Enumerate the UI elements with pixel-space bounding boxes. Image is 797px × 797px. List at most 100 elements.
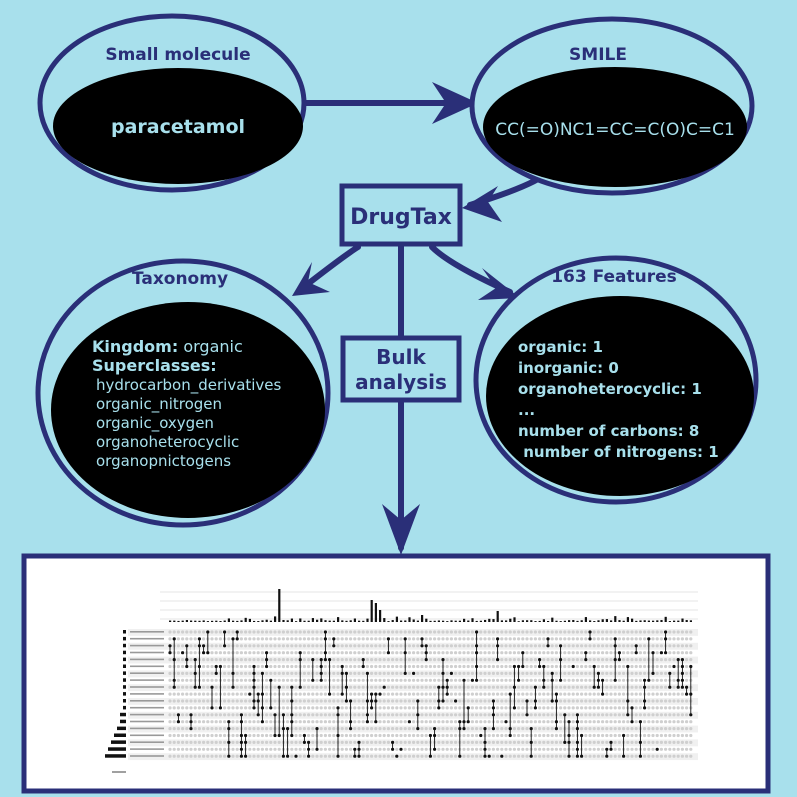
upset-dot <box>500 664 504 669</box>
upset-dot <box>462 658 466 662</box>
upset-dot <box>554 664 559 669</box>
upset-dot <box>517 733 521 738</box>
upset-dot <box>575 706 580 710</box>
upset-dot <box>370 678 374 682</box>
upset-dot <box>517 685 521 689</box>
upset-dot <box>202 713 206 717</box>
upset-dot <box>361 699 365 703</box>
upset-dot <box>424 678 428 682</box>
upset-dot <box>269 747 273 751</box>
upset-dot <box>634 727 638 731</box>
upset-dot <box>378 664 382 669</box>
upset-dot <box>483 685 487 689</box>
upset-dot <box>370 733 374 738</box>
upset-dot <box>685 740 689 745</box>
upset-dot <box>630 658 634 662</box>
upset-dot <box>609 651 613 655</box>
upset-dot <box>634 658 638 662</box>
small-molecule-value: paracetamol <box>111 116 245 138</box>
upset-dot <box>571 658 575 662</box>
upset-dot <box>399 740 403 745</box>
upset-dot <box>487 692 491 696</box>
upset-dot <box>223 706 227 710</box>
upset-dot <box>521 637 525 641</box>
upset-dot <box>416 747 420 751</box>
upset-dot <box>323 754 327 758</box>
upset-dot <box>655 713 659 717</box>
upset-dot <box>399 733 403 738</box>
upset-dot <box>685 713 689 717</box>
upset-dot <box>584 630 588 634</box>
upset-dot <box>412 644 416 648</box>
upset-dot <box>176 644 180 648</box>
upset-dot <box>349 747 353 751</box>
upset-dot <box>357 706 361 710</box>
upset-dot <box>265 671 269 676</box>
upset-dot <box>533 637 538 641</box>
upset-dot <box>361 733 365 738</box>
upset-dot <box>554 630 559 634</box>
upset-bar <box>572 620 575 622</box>
upset-dot <box>601 727 605 731</box>
upset-dot <box>365 747 369 751</box>
upset-dot <box>420 747 424 751</box>
upset-dot <box>517 637 521 641</box>
upset-dot <box>487 671 491 676</box>
upset-dot <box>311 733 315 738</box>
upset-dot <box>689 740 693 745</box>
upset-dot <box>433 720 437 724</box>
upset-dot <box>584 671 588 676</box>
upset-dot <box>475 720 479 724</box>
upset-dot <box>479 733 483 738</box>
upset-dot <box>685 678 689 682</box>
upset-dot <box>529 664 533 669</box>
upset-dot <box>496 720 500 724</box>
upset-set-bar <box>123 678 126 682</box>
upset-dot <box>235 747 239 751</box>
upset-dot <box>307 630 311 634</box>
upset-bar <box>219 621 222 622</box>
upset-dot <box>382 727 386 731</box>
upset-dot <box>265 630 269 634</box>
upset-dot <box>172 754 176 758</box>
upset-dot <box>584 740 588 745</box>
upset-dot <box>361 644 365 648</box>
upset-row-label <box>130 644 164 647</box>
upset-dot <box>542 727 546 731</box>
upset-dot <box>353 685 357 689</box>
upset-dot <box>454 678 458 682</box>
upset-dot <box>567 651 571 655</box>
upset-dot <box>424 740 428 745</box>
upset-dot <box>647 720 651 724</box>
upset-bar <box>244 617 247 622</box>
upset-dot <box>613 727 617 731</box>
upset-dot <box>218 733 222 738</box>
upset-dot <box>445 651 449 655</box>
upset-dot <box>298 720 302 724</box>
upset-dot <box>244 630 248 634</box>
upset-dot <box>613 713 617 717</box>
upset-dot <box>185 747 189 751</box>
upset-dot <box>328 727 332 731</box>
upset-dot <box>328 713 332 717</box>
upset-dot <box>323 733 327 738</box>
upset-dot <box>227 644 231 648</box>
upset-dot <box>517 630 521 634</box>
upset-dot <box>605 637 609 641</box>
upset-dot <box>655 747 659 751</box>
upset-dot <box>458 685 462 689</box>
upset-dot <box>407 671 411 676</box>
upset-dot <box>613 720 617 724</box>
upset-dot <box>202 658 206 662</box>
upset-bar <box>269 620 272 622</box>
upset-dot <box>584 678 588 682</box>
upset-dot <box>441 706 445 710</box>
upset-bar <box>626 617 629 622</box>
upset-dot <box>571 678 575 682</box>
upset-dot <box>353 651 357 655</box>
upset-dot <box>424 671 428 676</box>
upset-dot <box>391 685 395 689</box>
upset-dot <box>517 754 521 758</box>
upset-dot <box>269 733 273 738</box>
upset-dot <box>428 692 432 696</box>
